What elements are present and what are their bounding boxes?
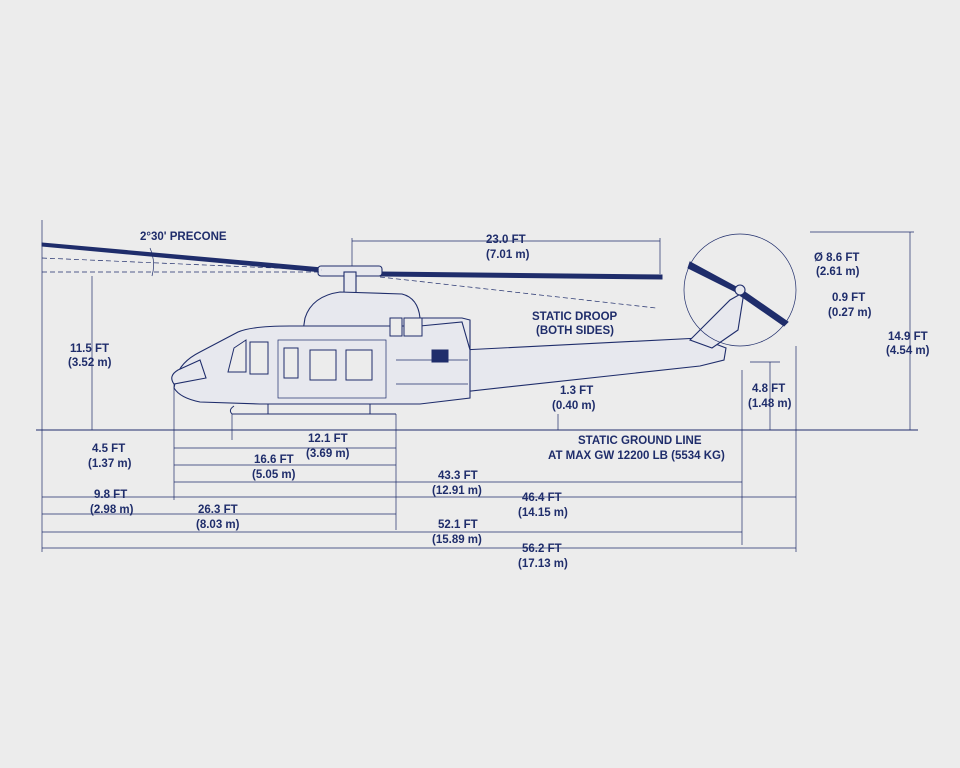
horizontal-dimensions	[42, 231, 914, 549]
fuselage-to-tail-m: (14.15 m)	[518, 507, 568, 519]
static-droop-sub: (BOTH SIDES)	[536, 325, 614, 337]
skid-length-m: (3.69 m)	[306, 448, 350, 460]
precone-reference-line	[41, 257, 323, 271]
fuselage	[171, 233, 797, 405]
tail-height-ft: 4.8 FT	[752, 383, 785, 395]
nose	[171, 359, 207, 385]
landing-skids	[229, 404, 396, 415]
main-rotor-blade-left	[41, 242, 323, 273]
overall-length-ft: 56.2 FT	[522, 543, 562, 555]
rotor-to-tail-m: (15.89 m)	[432, 534, 482, 546]
skid-front-curve	[229, 405, 235, 415]
cabin-window-2	[309, 349, 337, 381]
rotor-height-m: (3.52 m)	[68, 357, 112, 369]
tail-rotor-blade-1	[687, 261, 739, 293]
tail-clearance-ft: 0.9 FT	[832, 292, 865, 304]
cabin-window-1	[283, 347, 299, 379]
overall-height-ft: 14.9 FT	[888, 331, 928, 343]
static-droop-label: STATIC DROOP	[532, 311, 618, 323]
main-rotor-blade-right	[377, 271, 663, 280]
cabin-door	[277, 339, 387, 399]
fuselage-to-tail-ft: 46.4 FT	[522, 492, 562, 504]
fuselage-length-m: (12.91 m)	[432, 485, 482, 497]
nose-to-skid-m: (1.37 m)	[88, 458, 132, 470]
cockpit-door-window	[249, 341, 269, 375]
rotor-to-nose-ft: 9.8 FT	[94, 489, 127, 501]
static-droop-line	[379, 276, 657, 309]
engine-intake	[403, 317, 423, 337]
rotor-to-tail-ft: 52.1 FT	[438, 519, 478, 531]
tail-rotor-dia-ft: Ø 8.6 FT	[814, 252, 859, 264]
tail-height-m: (1.48 m)	[748, 398, 792, 410]
engine-window	[389, 317, 403, 337]
ground-clearance-ft: 1.3 FT	[560, 385, 593, 397]
tail-clearance-m: (0.27 m)	[828, 307, 872, 319]
ground-clearance-m: (0.40 m)	[552, 400, 596, 412]
overall-height-m: (4.54 m)	[886, 345, 930, 357]
tail-fin	[689, 290, 745, 349]
overall-length-m: (17.13 m)	[518, 558, 568, 570]
cabin-window-3	[345, 349, 373, 381]
tail-rotor-blade-2	[737, 289, 789, 327]
dimension-labels: 2°30' PRECONE 23.0 FT (7.01 m) STATIC DR…	[68, 231, 930, 570]
rotor-radius-m: (7.01 m)	[486, 249, 530, 261]
precone-label: 2°30' PRECONE	[140, 231, 227, 243]
nose-to-skid-ft: 4.5 FT	[92, 443, 125, 455]
main-rotor	[41, 242, 663, 309]
rotor-radius-ft: 23.0 FT	[486, 234, 526, 246]
ground-line-label: STATIC GROUND LINE	[578, 435, 702, 447]
rotor-mast	[343, 271, 357, 295]
windshield	[227, 339, 247, 373]
tail-rotor-hub	[734, 284, 746, 296]
precone-angle-arc	[149, 247, 154, 277]
nose-to-skid-end-m: (5.05 m)	[252, 469, 296, 481]
fuselage-length-ft: 43.3 FT	[438, 470, 478, 482]
rotor-to-skid-end-ft: 26.3 FT	[198, 504, 238, 516]
tail-rotor-dia-m: (2.61 m)	[816, 266, 860, 278]
rotor-to-skid-end-m: (8.03 m)	[196, 519, 240, 531]
skid-length-ft: 12.1 FT	[308, 433, 348, 445]
exhaust-vent	[431, 349, 449, 363]
rotor-to-nose-m: (2.98 m)	[90, 504, 134, 516]
tail-boom	[461, 337, 727, 393]
rotor-height-ft: 11.5 FT	[70, 343, 109, 355]
tail-rotor-disc	[683, 233, 797, 347]
ground-line-sub: AT MAX GW 12200 LB (5534 KG)	[548, 450, 725, 462]
vertical-dimensions	[41, 220, 911, 552]
nose-to-skid-end-ft: 16.6 FT	[254, 454, 294, 466]
